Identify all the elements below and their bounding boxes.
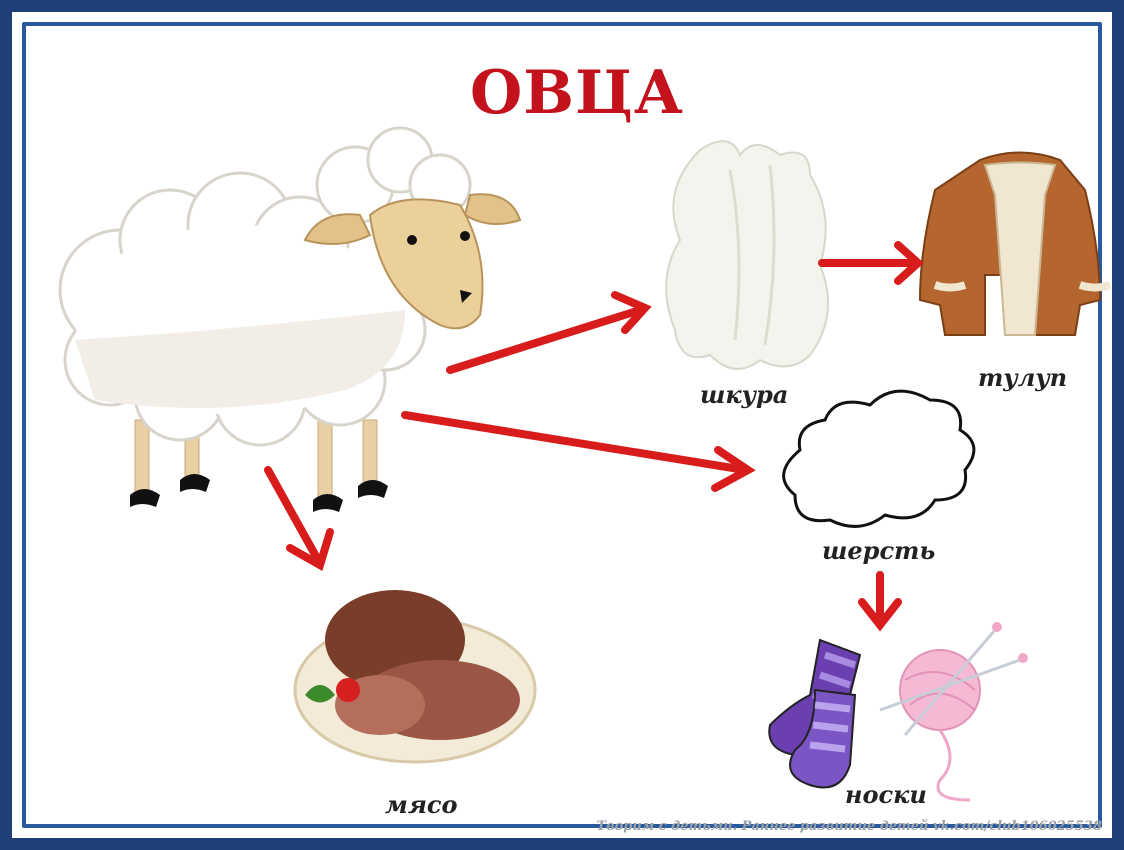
coat-illustration (920, 153, 1110, 336)
watermark-text: Творим с детьми. Раннее развитие детей v… (596, 819, 1102, 834)
label-wool: шерсть (822, 536, 935, 565)
page-title: ОВЦА (470, 58, 670, 128)
label-skin: шкура (700, 380, 788, 409)
sheepskin-illustration (666, 141, 828, 369)
yarn-illustration (880, 622, 1028, 800)
label-coat: тулуп (978, 363, 1067, 392)
arrow-sheep-to-skin (450, 310, 640, 370)
label-meat: мясо (385, 790, 458, 819)
wool-cloud-illustration (784, 391, 974, 526)
socks-illustration (769, 640, 860, 788)
meat-illustration (295, 590, 535, 762)
sheep-illustration (60, 128, 520, 512)
arrow-sheep-to-wool (405, 415, 745, 470)
label-socks: носки (845, 780, 927, 809)
